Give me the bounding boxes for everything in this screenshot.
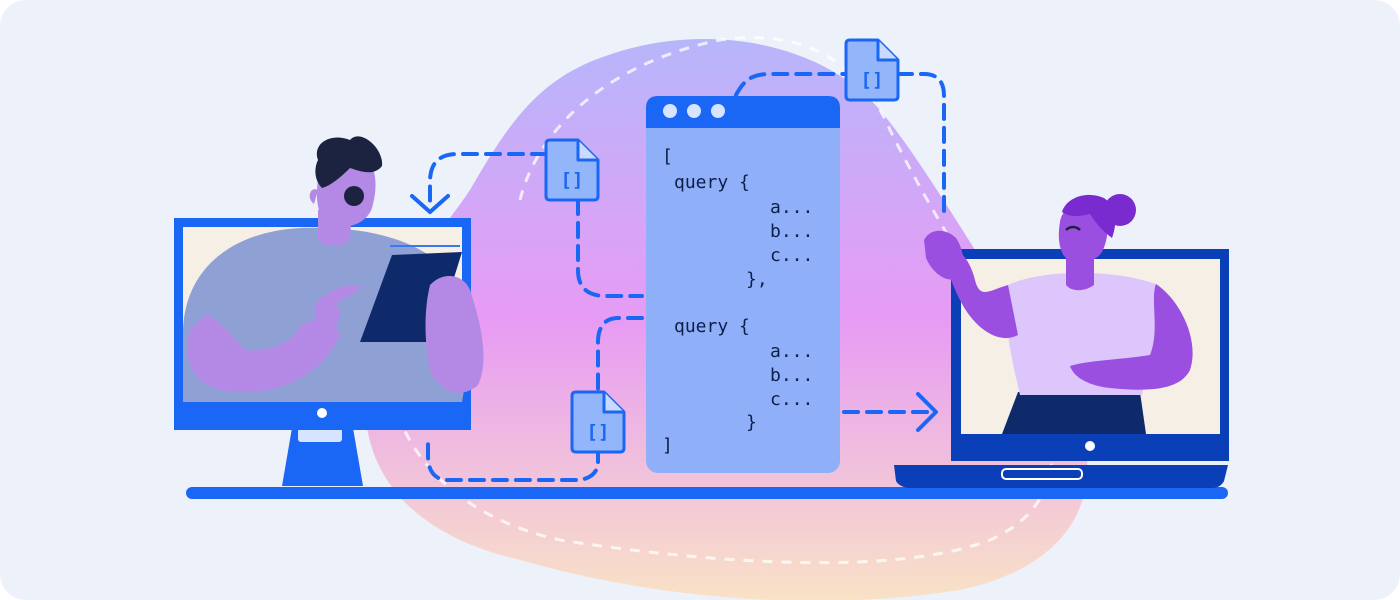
woman-right-arm [1070,284,1193,390]
laptop-base [894,465,1228,488]
window-dot [711,104,725,118]
desk [186,487,1228,499]
code-line: c... [770,245,813,266]
code-line: query { [674,316,750,337]
document-icon: [] [570,390,626,454]
man-figure [183,136,484,402]
flow-line-panel-to-doc2 [734,72,848,97]
document-icon: [] [844,38,900,102]
document-fold [602,392,624,414]
woman-hair-bun [1104,194,1136,226]
document-fold [876,40,898,62]
man-hair [315,136,383,188]
document-icon: [] [544,138,600,202]
code-line: b... [770,221,813,242]
flow-connectors [426,72,946,482]
code-window-body [646,96,840,473]
man-ear [309,189,318,204]
laptop-power-dot [1085,441,1095,451]
monitor-stand [282,428,363,486]
code-window: [ query { a... b... c... }, query { a...… [646,96,840,473]
code-line: ] [662,435,673,456]
document-label: [] [561,169,584,191]
woman-waving-hand [924,230,964,280]
code-line: b... [770,365,813,386]
man-hand [314,284,362,332]
woman-eye [1065,225,1081,231]
document-label: [] [587,421,610,443]
document-label: [] [861,69,884,91]
woman-left-arm [946,244,1018,339]
window-dot [663,104,677,118]
woman-hair [1062,194,1116,238]
window-dot [687,104,701,118]
flow-line-doc3-to-monitor [426,438,600,482]
document-fold [576,140,598,162]
code-line: c... [770,389,813,410]
laptop-trackpad [1001,468,1083,480]
arrow-icon [916,392,938,432]
man-eyepatch [344,186,364,206]
flow-line-panel-to-doc3 [596,316,644,394]
man-arm [187,315,340,393]
code-block: [ query { a... b... c... }, query { a...… [662,146,813,456]
code-window-titlebar [646,96,840,128]
code-line: [ [662,146,673,167]
flow-line-doc1-to-panel [576,198,644,298]
woman-figure [924,194,1193,434]
flow-line-doc2-to-woman [896,72,946,220]
monitor-power-dot [317,408,327,418]
code-line: } [746,412,757,433]
man-right-hand [425,275,484,393]
woman-skirt [1002,392,1146,434]
arrow-icon [410,194,450,214]
code-line: a... [770,197,813,218]
code-line: }, [746,269,768,290]
code-line: query { [674,172,750,193]
code-line: a... [770,341,813,362]
monitor-stand-highlight [298,428,342,442]
